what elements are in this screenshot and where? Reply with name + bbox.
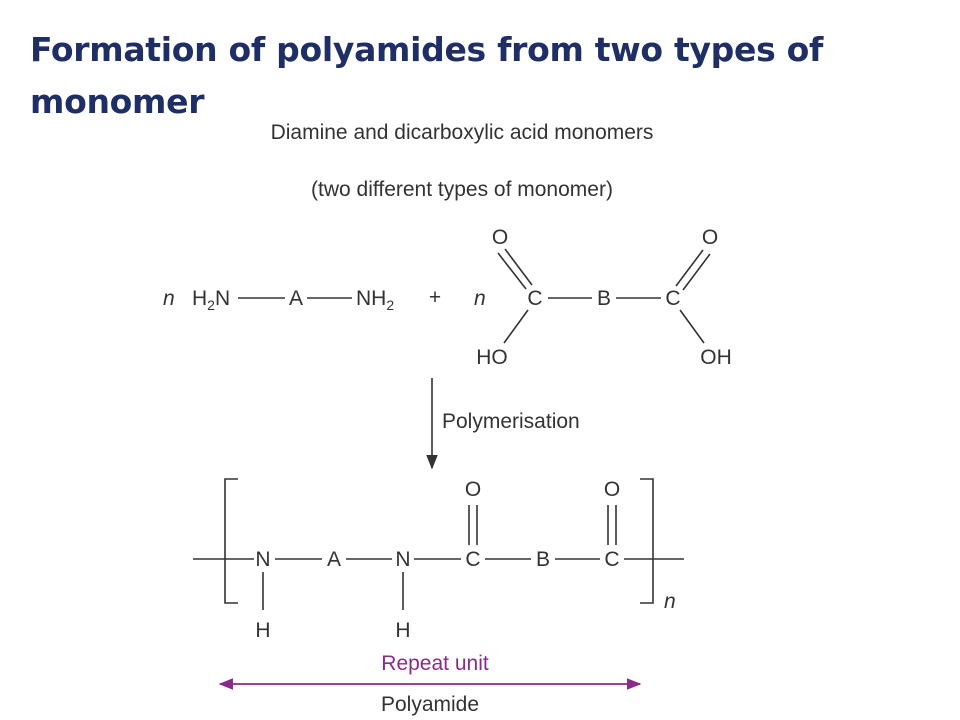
bond-c-oh-right (679, 309, 705, 344)
polymer-group-a: A (327, 548, 341, 571)
double-bond-right-b (682, 253, 711, 291)
polymer-carbon-1: C (465, 548, 480, 571)
double-bond-right-a (675, 249, 704, 287)
diacid-carbon-left: C (527, 287, 542, 310)
repeat-unit-label: Repeat unit (381, 652, 489, 675)
plus-sign: + (429, 286, 441, 309)
diamine-nh2-group: NH2 (356, 287, 394, 313)
double-bond-left-a (497, 252, 527, 290)
polymer-oxygen-2: O (604, 478, 620, 501)
polymer-hydrogen-1: H (255, 619, 270, 642)
diacid-oh-group: OH (700, 346, 732, 369)
double-bond-left-b (504, 248, 533, 286)
subscript-n-polymer: n (664, 590, 676, 613)
polyamide-label: Polyamide (381, 693, 479, 716)
right-bracket (640, 478, 654, 604)
coefficient-n-diacid: n (474, 287, 486, 310)
diamine-h2n-group: H2N (192, 287, 230, 313)
polymer-nitrogen-1: N (255, 548, 270, 571)
polymer-oxygen-1: O (465, 478, 481, 501)
left-bracket (224, 478, 238, 604)
diacid-oxygen-left: O (492, 226, 508, 249)
diacid-oxygen-right: O (702, 226, 718, 249)
slide-title: Formation of polyamides from two types o… (30, 30, 824, 121)
diacid-group-b: B (597, 287, 611, 310)
polymer-hydrogen-2: H (395, 619, 410, 642)
diamine-group-a: A (289, 287, 303, 310)
diacid-ho-group: HO (476, 346, 508, 369)
polymer-group-b: B (536, 548, 550, 571)
caption-monomers: Diamine and dicarboxylic acid monomers (271, 121, 654, 144)
polymer-nitrogen-2: N (395, 548, 410, 571)
polymer-carbon-2: C (604, 548, 619, 571)
diacid-carbon-right: C (665, 287, 680, 310)
caption-two-types: (two different types of monomer) (311, 178, 613, 201)
bond-c-oh-left (503, 309, 529, 344)
coefficient-n-diamine: n (163, 287, 175, 310)
reaction-label: Polymerisation (442, 410, 580, 433)
